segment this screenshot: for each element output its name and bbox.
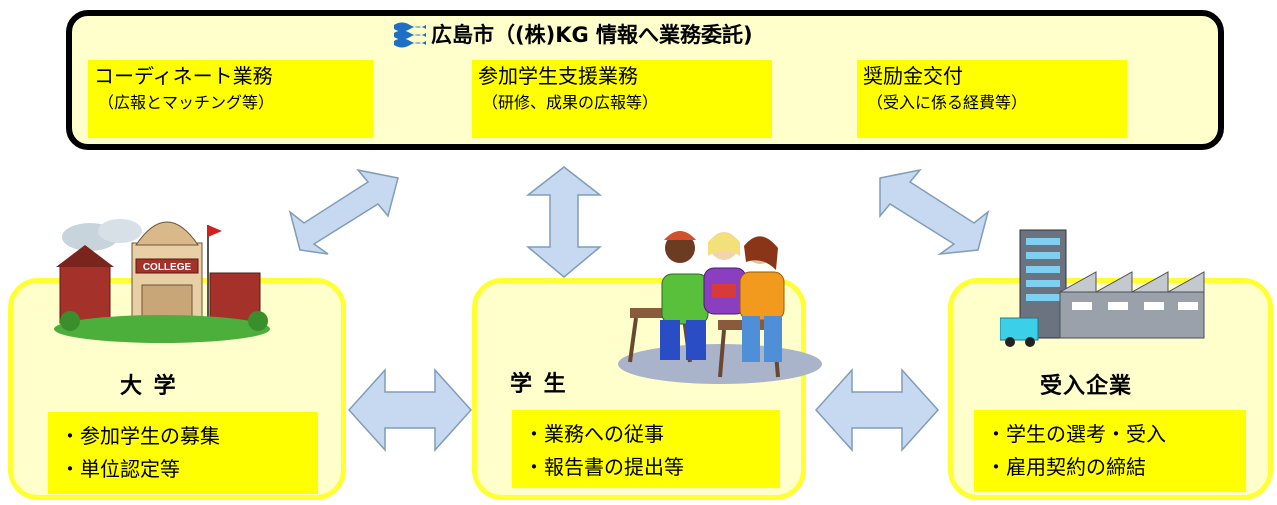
service-title: 参加学生支援業務 [478, 64, 638, 88]
wave-logo-icon [394, 22, 426, 48]
list-item: ・単位認定等 [60, 457, 180, 481]
factory-icon [1000, 229, 1205, 347]
university-list: ・参加学生の募集 ・単位認定等 [48, 412, 318, 494]
double-arrow-company-city-icon [879, 168, 990, 256]
student-list: ・業務への従事 ・報告書の提出等 [512, 410, 780, 488]
service-coordinate: コーディネート業務 （広報とマッチング等） [88, 60, 373, 138]
double-arrow-university-city-icon [288, 168, 399, 255]
service-detail: （研修、成果の広報等） [482, 93, 659, 112]
college-sign: COLLEGE [143, 262, 192, 273]
service-title: 奨励金交付 [863, 64, 963, 88]
list-item: ・雇用契約の締結 [986, 455, 1146, 479]
list-item: ・業務への従事 [524, 422, 664, 446]
list-item: ・参加学生の募集 [60, 424, 220, 448]
students-group-icon [618, 231, 822, 384]
student-title: 学 生 [510, 372, 568, 397]
double-arrow-student-city-icon [525, 166, 603, 278]
service-student-support: 参加学生支援業務 （研修、成果の広報等） [472, 60, 772, 138]
service-detail: （受入に係る経費等） [867, 93, 1028, 112]
service-detail: （広報とマッチング等） [98, 93, 275, 112]
double-arrow-university-student-icon [347, 368, 473, 452]
service-incentive: 奨励金交付 （受入に係る経費等） [857, 60, 1127, 138]
header-title: 広島市（(株)KG 情報へ業務委託) [431, 23, 753, 47]
list-item: ・報告書の提出等 [524, 455, 684, 479]
double-arrow-student-company-icon [814, 368, 940, 452]
company-title: 受入企業 [1040, 374, 1133, 399]
university-title: 大 学 [120, 374, 178, 399]
company-list: ・学生の選考・受入 ・雇用契約の締結 [974, 410, 1246, 492]
list-item: ・学生の選考・受入 [986, 422, 1166, 446]
college-building-icon: COLLEGE [54, 219, 270, 343]
service-title: コーディネート業務 [94, 64, 273, 88]
